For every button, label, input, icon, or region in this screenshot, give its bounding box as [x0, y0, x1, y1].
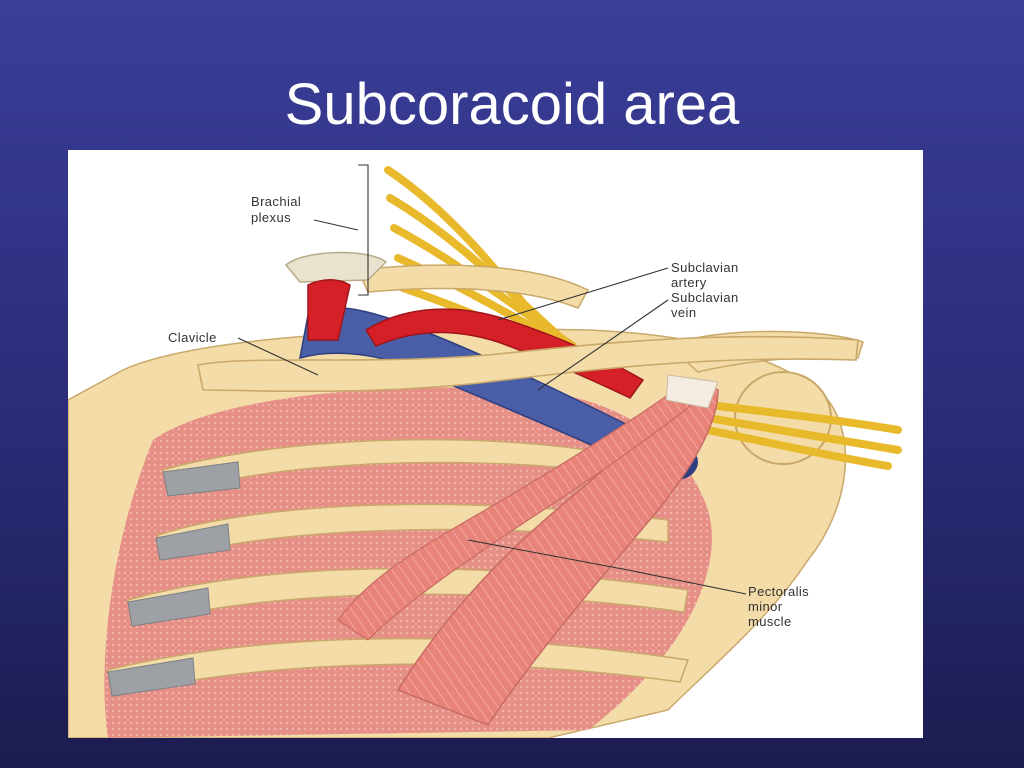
- slide-title: Subcoracoid area: [284, 72, 740, 137]
- label-subclavian-artery-1: Subclavian: [671, 260, 739, 275]
- artery-trunk: [307, 279, 351, 341]
- tendon: [665, 374, 719, 409]
- label-clavicle: Clavicle: [168, 330, 217, 345]
- ribs: [107, 438, 690, 697]
- anatomy-drawing: Brachial plexus Clavicle Subclavian arte…: [68, 164, 902, 738]
- label-subclavian-vein-1: Subclavian: [671, 290, 739, 305]
- label-pectoralis-1: Pectoralis: [748, 584, 809, 599]
- manubrium: [284, 251, 388, 283]
- subclavian-artery-shape: [364, 308, 645, 399]
- clavicle-shape: [197, 335, 859, 393]
- first-rib: [356, 264, 590, 309]
- label-subclavian-artery-2: artery: [671, 275, 707, 290]
- pectoralis-minor-slip: [337, 394, 700, 641]
- label-subclavian-vein-2: vein: [671, 305, 696, 320]
- costal-cartilage: [107, 461, 241, 697]
- anatomy-illustration: Brachial plexus Clavicle Subclavian arte…: [68, 150, 923, 738]
- label-brachial-plexus-1: Brachial: [251, 194, 301, 209]
- label-pectoralis-2: minor: [748, 599, 783, 614]
- label-brachial-plexus-2: plexus: [251, 210, 291, 225]
- leader-lines: [237, 164, 747, 595]
- label-pectoralis-3: muscle: [748, 614, 792, 629]
